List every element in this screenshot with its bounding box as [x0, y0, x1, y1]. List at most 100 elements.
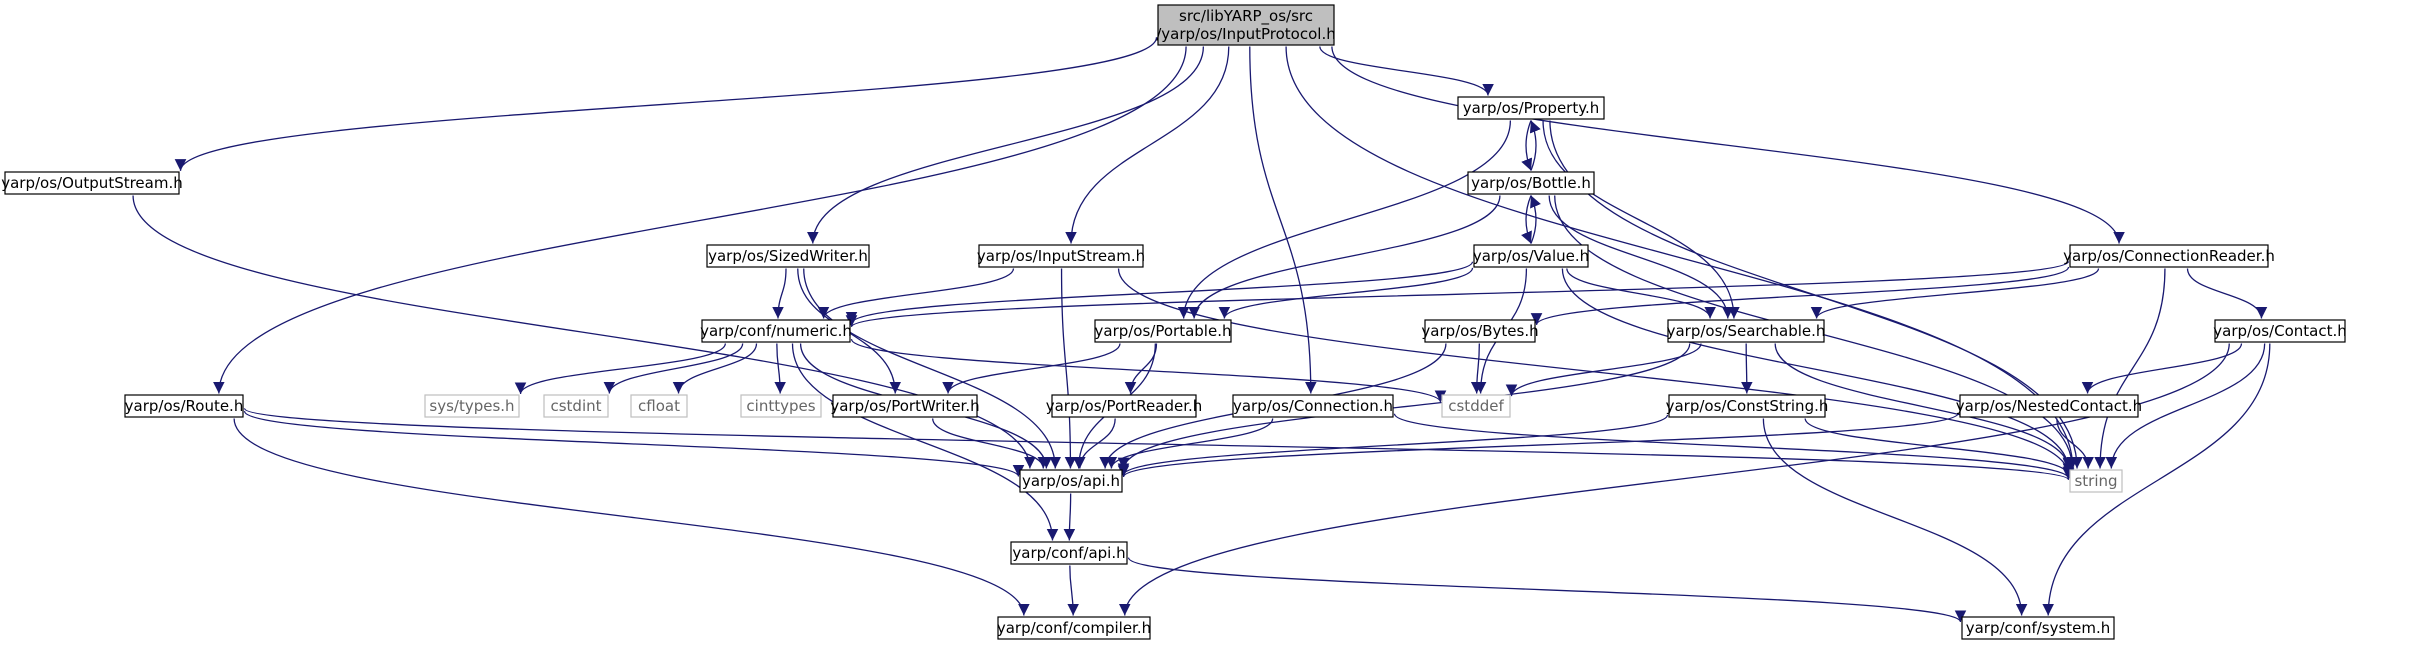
edge-contact-to-compiler: [1119, 343, 2230, 616]
node-box: [1232, 394, 1394, 418]
edge-root-to-sizedwriter: [806, 46, 1205, 244]
node-box: [1441, 394, 1511, 418]
node-confapi[interactable]: yarp/conf/api.h: [1010, 541, 1128, 565]
edge-sizedwriter-to-osapi: [803, 268, 1062, 469]
node-box: [4, 171, 180, 195]
edge-portwriter-to-osapi: [932, 418, 1050, 469]
node-label: /yarp/os/InputProtocol.h: [1156, 25, 1335, 43]
node-box: [1668, 394, 1826, 418]
node-label: cstddef: [1448, 397, 1504, 415]
node-value[interactable]: yarp/os/Value.h: [1473, 244, 1589, 268]
node-box: [978, 244, 1144, 268]
node-bottle[interactable]: yarp/os/Bottle.h: [1467, 171, 1595, 195]
node-box: [740, 394, 822, 418]
node-systypes: sys/types.h: [424, 394, 520, 418]
node-box: [424, 394, 520, 418]
node-box: [1961, 616, 2115, 640]
node-numeric[interactable]: yarp/conf/numeric.h: [700, 319, 852, 343]
node-cstddef: cstddef: [1441, 394, 1511, 418]
node-property[interactable]: yarp/os/Property.h: [1457, 96, 1605, 120]
node-system[interactable]: yarp/conf/system.h: [1961, 616, 2115, 640]
node-cinttypes: cinttypes: [740, 394, 822, 418]
edge-numeric-to-cfloat: [672, 343, 758, 394]
node-searchable[interactable]: yarp/os/Searchable.h: [1667, 319, 1826, 343]
edge-bottle-to-property: [1529, 120, 1541, 171]
edge-searchable-to-osapi: [1117, 343, 1691, 470]
node-label: yarp/os/Value.h: [1473, 247, 1589, 265]
edge-value-to-bottle: [1530, 195, 1541, 244]
edge-bottle-to-searchable: [1548, 195, 1734, 319]
node-connectionreader[interactable]: yarp/os/ConnectionReader.h: [2063, 244, 2275, 268]
edge-confapi-to-system: [1127, 557, 1967, 623]
node-box: [2069, 244, 2269, 268]
edge-root-to-connectionreader: [1331, 46, 2125, 244]
node-string: string: [2069, 469, 2123, 493]
node-cstdint: cstdint: [543, 394, 609, 418]
edge-root-to-string: [1285, 46, 2079, 469]
node-bytes[interactable]: yarp/os/Bytes.h: [1421, 319, 1539, 343]
nodes-layer: src/libYARP_os/src/yarp/os/InputProtocol…: [1, 4, 2347, 640]
edge-bottle-to-value: [1521, 195, 1532, 244]
node-box: [701, 319, 851, 343]
node-label: yarp/os/PortWriter.h: [830, 397, 979, 415]
edge-connectionreader-to-numeric: [846, 260, 2070, 328]
node-box: [1473, 244, 1589, 268]
node-inputstream[interactable]: yarp/os/InputStream.h: [977, 244, 1145, 268]
node-cfloat: cfloat: [630, 394, 688, 418]
node-box: [1051, 394, 1197, 418]
node-label: yarp/os/PortReader.h: [1046, 397, 1203, 415]
node-label: yarp/os/Connection.h: [1233, 397, 1393, 415]
edge-inputstream-to-numeric: [817, 268, 1015, 319]
edge-numeric-to-cstddef: [850, 338, 1447, 403]
node-label: yarp/conf/numeric.h: [700, 322, 852, 340]
node-box: [1010, 541, 1128, 565]
edge-route-to-osapi: [243, 410, 1025, 478]
node-label: src/libYARP_os/src: [1179, 7, 1313, 26]
node-label: yarp/os/Route.h: [125, 397, 244, 415]
node-connection[interactable]: yarp/os/Connection.h: [1232, 394, 1394, 418]
edge-root-to-route: [213, 46, 1187, 394]
node-conststring[interactable]: yarp/os/ConstString.h: [1666, 394, 1829, 418]
node-compiler[interactable]: yarp/conf/compiler.h: [997, 616, 1151, 640]
node-nestedcontact[interactable]: yarp/os/NestedContact.h: [1956, 394, 2142, 418]
edge-conststring-to-string: [1804, 418, 2075, 476]
node-route[interactable]: yarp/os/Route.h: [124, 394, 244, 418]
node-label: yarp/os/Bottle.h: [1471, 174, 1591, 192]
node-label: yarp/os/ConnectionReader.h: [2063, 247, 2275, 265]
edge-bottle-to-portable: [1188, 195, 1501, 319]
node-label: yarp/os/NestedContact.h: [1956, 397, 2142, 415]
node-label: yarp/conf/system.h: [1966, 619, 2111, 637]
node-label: yarp/os/SizedWriter.h: [708, 247, 868, 265]
edge-connectionreader-to-bytes: [1530, 266, 2070, 326]
node-contact[interactable]: yarp/os/Contact.h: [2213, 319, 2347, 343]
node-sizedwriter[interactable]: yarp/os/SizedWriter.h: [706, 244, 870, 268]
node-portable[interactable]: yarp/os/Portable.h: [1094, 319, 1232, 343]
node-label: yarp/os/OutputStream.h: [1, 174, 183, 192]
edge-connectionreader-to-contact: [2186, 268, 2268, 319]
edge-nestedcontact-to-osapi: [1117, 412, 1960, 478]
edge-connectionreader-to-string: [2094, 268, 2166, 469]
node-portreader[interactable]: yarp/os/PortReader.h: [1046, 394, 1203, 418]
edge-value-to-string: [1561, 268, 2075, 471]
edge-numeric-to-cinttypes: [774, 343, 787, 394]
node-label: yarp/os/Portable.h: [1095, 322, 1232, 340]
node-label: yarp/os/Property.h: [1463, 99, 1599, 117]
node-root[interactable]: src/libYARP_os/src/yarp/os/InputProtocol…: [1156, 4, 1336, 46]
node-label: string: [2074, 472, 2117, 490]
node-outputstream[interactable]: yarp/os/OutputStream.h: [1, 171, 183, 195]
edge-portable-to-portreader: [1124, 343, 1158, 394]
node-label: yarp/os/api.h: [1022, 472, 1120, 490]
edge-value-to-numeric: [845, 261, 1474, 324]
node-label: yarp/os/Searchable.h: [1667, 322, 1826, 340]
edge-root-to-outputstream: [174, 37, 1158, 171]
edge-root-to-inputstream: [1065, 46, 1230, 244]
edge-property-to-portable: [1177, 120, 1512, 319]
node-osapi[interactable]: yarp/os/api.h: [1019, 469, 1123, 493]
edge-root-to-connection: [1249, 46, 1317, 394]
node-box: [1424, 319, 1536, 343]
edge-sizedwriter-to-numeric: [772, 268, 787, 319]
node-portwriter[interactable]: yarp/os/PortWriter.h: [830, 394, 980, 418]
edge-searchable-to-cstddef: [1505, 343, 1702, 397]
node-box: [2214, 319, 2346, 343]
node-box: [706, 244, 870, 268]
